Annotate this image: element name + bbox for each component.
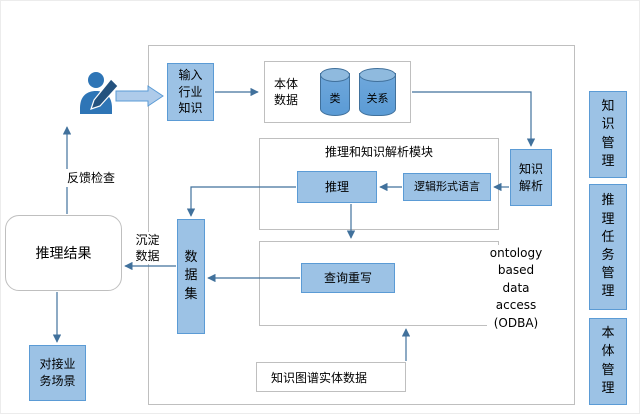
relation-database-icon: 关系 [359,68,396,116]
input-industry-knowledge-node: 输入行业知识 [167,63,214,121]
feedback-check-label: 反馈检查 [65,169,118,188]
class-cylinder-label: 类 [329,91,341,105]
reasoning-node: 推理 [297,171,377,203]
knowledge-parsing-node: 知识解析 [510,149,552,206]
odba-note: ontology based data access (ODBA) [487,245,545,332]
class-database-icon: 类 [320,68,350,116]
dataset-node: 数据集 [177,219,205,334]
deposited-data-label: 沉淀数据 [134,232,161,265]
reasoning-result-node: 推理结果 [5,215,122,291]
knowledge-management-node: 知识管理 [589,91,627,178]
business-scene-node: 对接业务场景 [29,345,86,401]
ontology-data-label: 本体数据 [274,76,299,107]
logic-formal-language-node: 逻辑形式语言 [403,173,491,201]
reasoning-module-title: 推理和知识解析模块 [324,145,433,159]
ontology-management-node: 本体管理 [589,318,627,405]
relation-cylinder-label: 关系 [366,91,389,105]
user-icon [80,72,119,114]
query-rewrite-node: 查询重写 [301,263,395,293]
reasoning-task-management-node: 推理任务管理 [589,184,627,310]
ontology-data-group: 本体数据 类 关系 [264,61,411,123]
kg-entity-data-node: 知识图谱实体数据 [256,362,406,392]
